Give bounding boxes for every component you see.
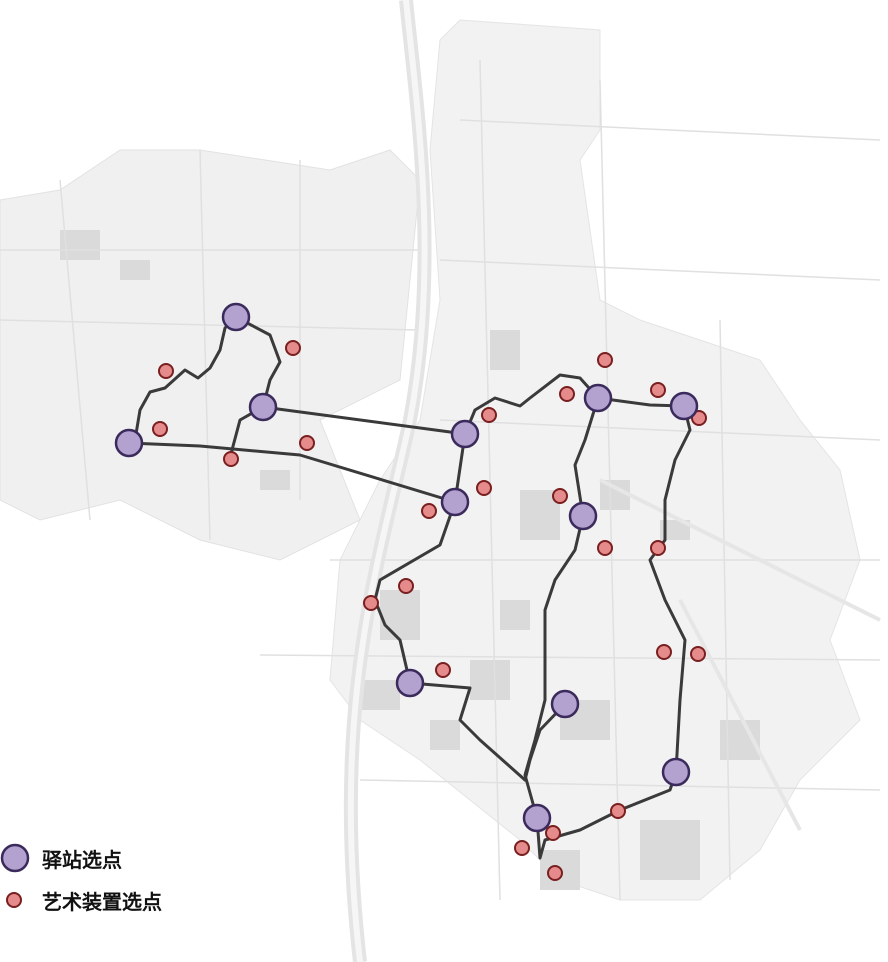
- art-point-marker: [597, 540, 613, 556]
- route-central-north: [463, 373, 600, 436]
- route-lines: [127, 315, 692, 860]
- art-point-marker: [285, 340, 301, 356]
- art-point-marker: [435, 662, 451, 678]
- road-network: [0, 59, 881, 901]
- station-point-marker: [440, 487, 470, 517]
- route-west-top: [234, 315, 282, 409]
- art-point-marker: [547, 865, 563, 881]
- station-point-marker: [583, 383, 613, 413]
- art-point-marker: [476, 480, 492, 496]
- art-point-marker: [421, 503, 437, 519]
- station-point-marker: [522, 803, 552, 833]
- legend: 驿站选点 艺术装置选点: [0, 836, 260, 936]
- art-point-marker: [363, 595, 379, 611]
- route-south-east: [535, 770, 678, 860]
- art-point-marker: [158, 363, 174, 379]
- art-point-marker: [481, 407, 497, 423]
- legend-row-art: 艺术装置选点: [0, 884, 162, 916]
- legend-station-label: 驿站选点: [42, 847, 122, 872]
- route-south-inner: [523, 702, 567, 782]
- station-point-marker: [450, 419, 480, 449]
- legend-row-station: 驿站选点: [0, 842, 122, 874]
- station-point-marker: [114, 428, 144, 458]
- art-point-marker: [597, 352, 613, 368]
- route-south-west-link: [408, 681, 527, 782]
- route-west-loop: [127, 315, 238, 445]
- route-central-inner: [573, 396, 600, 518]
- station-point-marker: [669, 391, 699, 421]
- route-west-connector-south: [127, 441, 457, 504]
- route-west-connector-north: [261, 405, 467, 436]
- station-points-layer: [114, 302, 699, 833]
- art-point-marker: [152, 421, 168, 437]
- art-point-marker: [650, 382, 666, 398]
- art-point-marker: [223, 451, 239, 467]
- art-point-marker: [656, 644, 672, 660]
- station-point-marker: [568, 501, 598, 531]
- art-point-marker: [650, 540, 666, 556]
- station-point-marker: [248, 392, 278, 422]
- art-point-marker: [514, 840, 530, 856]
- art-point-marker: [545, 825, 561, 841]
- art-point-marker: [299, 435, 315, 451]
- art-points-layer: [152, 340, 707, 881]
- station-point-marker: [221, 302, 251, 332]
- station-point-marker: [661, 757, 691, 787]
- legend-art-label: 艺术装置选点: [42, 889, 162, 914]
- art-point-marker: [691, 410, 707, 426]
- station-point-marker: [395, 668, 425, 698]
- circle-small-icon: [6, 892, 22, 908]
- station-point-marker: [550, 689, 580, 719]
- art-point-marker: [559, 386, 575, 402]
- art-point-marker: [690, 646, 706, 662]
- art-point-marker: [610, 803, 626, 819]
- art-point-marker: [398, 578, 414, 594]
- circle-large-icon: [0, 843, 30, 873]
- art-point-marker: [552, 488, 568, 504]
